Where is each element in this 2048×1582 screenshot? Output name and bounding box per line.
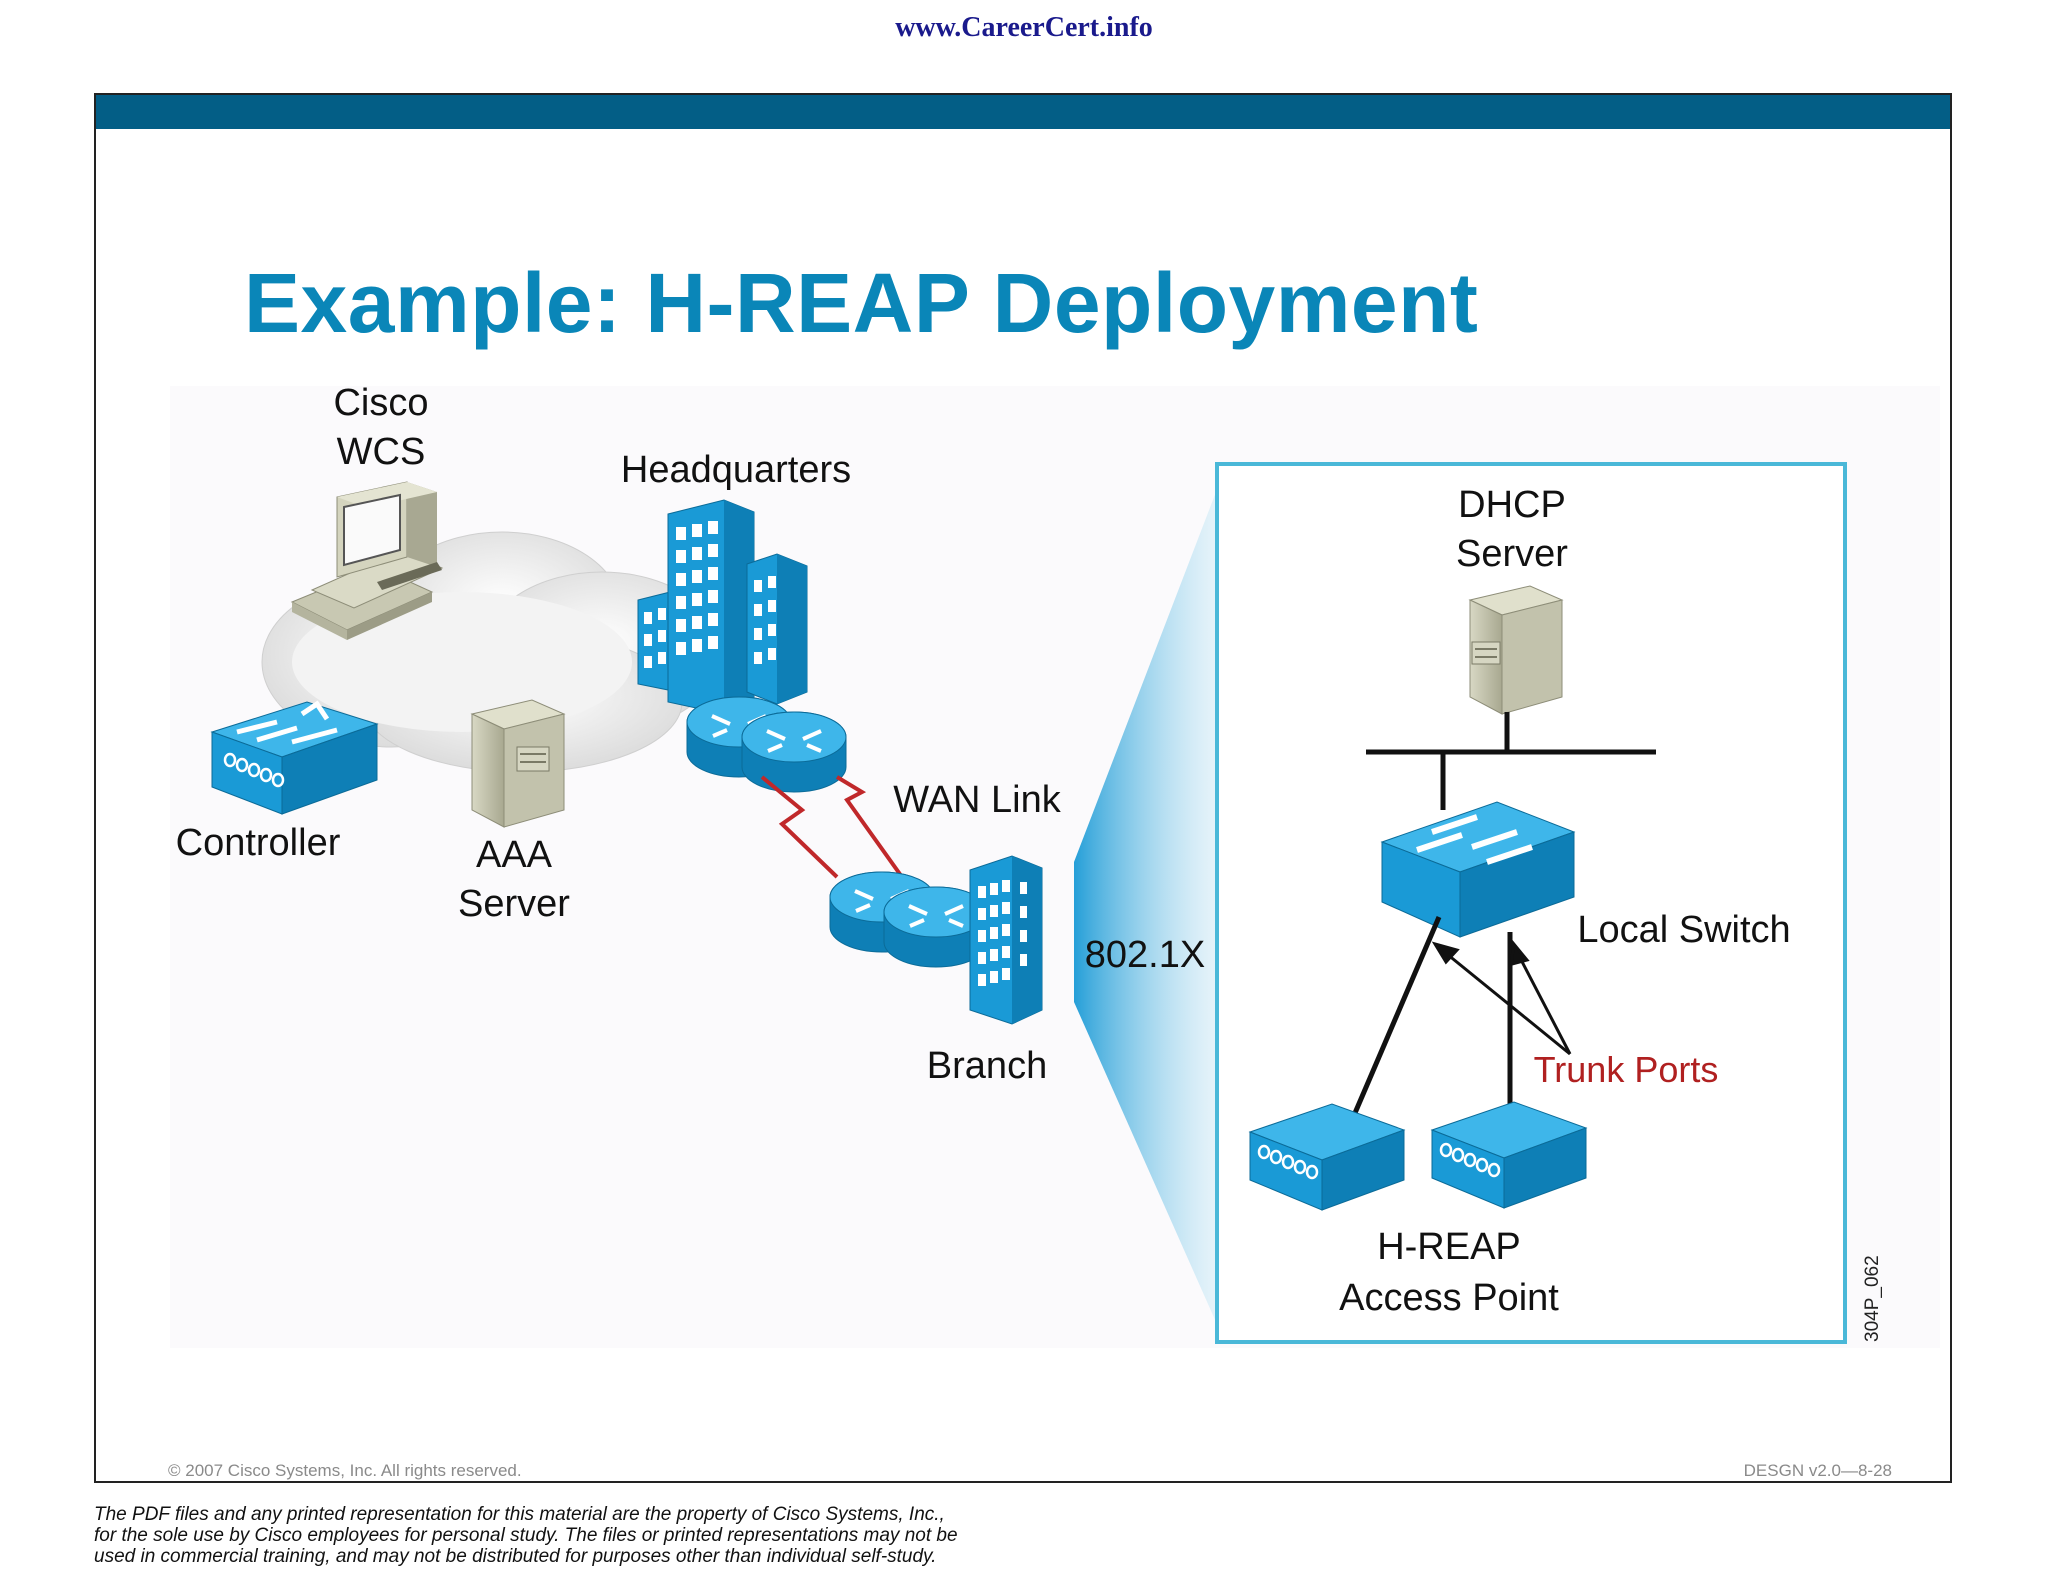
dhcp-label-line1: DHCP xyxy=(1458,484,1566,526)
branch-building-icon xyxy=(969,855,1043,1025)
headquarters-label: Headquarters xyxy=(621,449,851,491)
switch-icon xyxy=(1380,801,1576,938)
disclaimer-line: The PDF files and any printed representa… xyxy=(94,1504,945,1525)
wcs-label-line1: Cisco xyxy=(333,382,428,424)
aaa-label-line2: Server xyxy=(458,883,570,925)
branch-label: Branch xyxy=(927,1045,1047,1087)
slide-frame: Example: H-REAP Deployment xyxy=(94,93,1952,1483)
controller-label: Controller xyxy=(176,822,341,864)
wcs-label-line2: WCS xyxy=(337,431,426,473)
figure-id: 304P_062 xyxy=(1862,1255,1883,1342)
ap-label-line2: Access Point xyxy=(1339,1277,1559,1319)
dot1x-label: 802.1X xyxy=(1085,934,1205,976)
headquarters-building-icon xyxy=(637,499,808,715)
trunk-ports-arrows xyxy=(1431,939,1572,1056)
disclaimer-line: for the sole use by Cisco employees for … xyxy=(94,1525,958,1546)
wan-link-line xyxy=(760,775,904,879)
aaa-label-line1: AAA xyxy=(476,834,553,876)
controller-icon xyxy=(210,700,379,815)
access-point-icon xyxy=(1248,1103,1406,1211)
dhcp-label-line2: Server xyxy=(1456,533,1568,575)
local-switch-label: Local Switch xyxy=(1577,909,1790,951)
network-diagram: Cisco WCS Headquarters Controller AAA Se… xyxy=(170,382,1940,1348)
lan-segment xyxy=(1366,712,1656,810)
slide-top-bar xyxy=(96,95,1950,129)
site-url[interactable]: www.CareerCert.info xyxy=(895,12,1153,43)
wan-link-label: WAN Link xyxy=(893,779,1062,821)
router-icon xyxy=(883,886,989,968)
access-point-icon xyxy=(1430,1101,1588,1209)
disclaimer-text: The PDF files and any printed representa… xyxy=(94,1504,1094,1567)
disclaimer-line: used in commercial training, and may not… xyxy=(94,1546,937,1567)
dhcp-server-icon xyxy=(1468,585,1564,715)
workstation-icon xyxy=(290,481,444,640)
zoom-callout-wedge xyxy=(1074,492,1216,1322)
course-code-footer: DESGN v2.0—8-28 xyxy=(1743,1461,1892,1480)
router-icon xyxy=(741,711,847,793)
aaa-server-icon xyxy=(470,699,566,828)
trunk-link xyxy=(1349,916,1513,1121)
trunk-ports-label: Trunk Ports xyxy=(1534,1049,1719,1090)
copyright-footer: © 2007 Cisco Systems, Inc. All rights re… xyxy=(168,1461,522,1480)
ap-label-line1: H-REAP xyxy=(1377,1226,1521,1268)
slide-title: Example: H-REAP Deployment xyxy=(244,256,1479,350)
